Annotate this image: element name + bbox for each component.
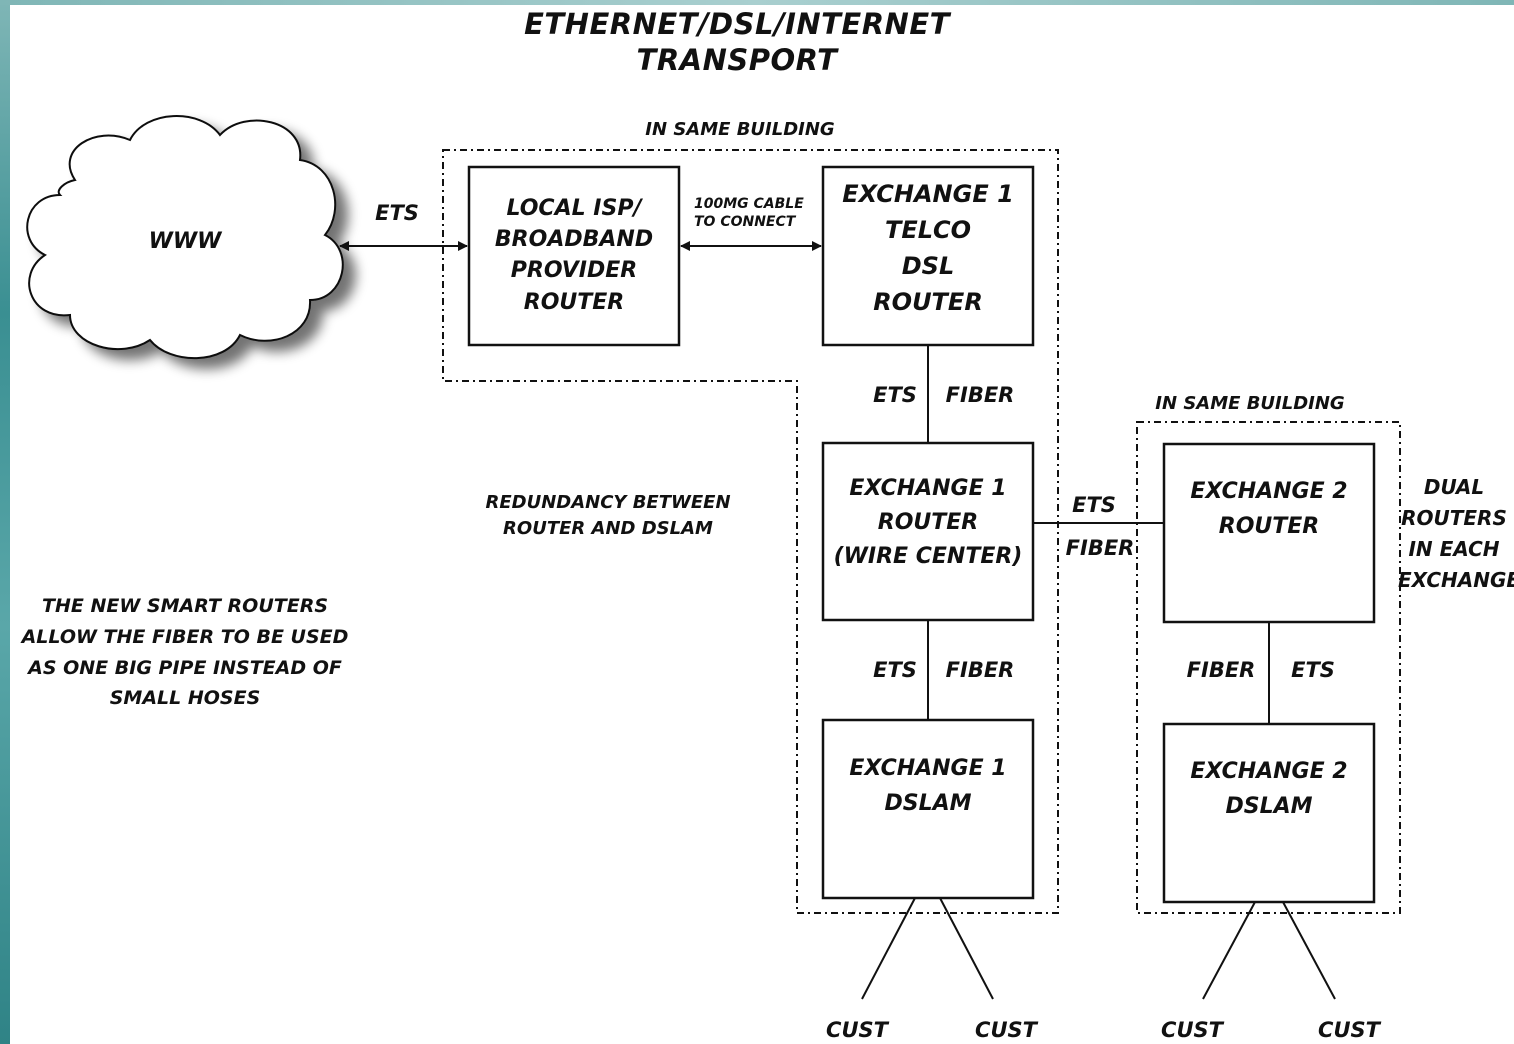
isp-router-box [467,165,681,347]
telco-router-ets-label: ETS [873,383,917,407]
ex2-dslam-ets-label: ETS [1291,658,1335,682]
smart-routers-note: THE NEW SMART ROUTERS ALLOW THE FIBER TO… [21,595,349,710]
cust-line-1 [861,897,916,1000]
www-cloud [26,115,344,360]
building1-label: IN SAME BUILDING [645,119,835,140]
cloud-label: WWW [148,229,222,254]
ex2-router-label: EXCHANGE 2 ROUTER [1190,479,1348,540]
www-ets-label: ETS [375,201,419,225]
customer-label-2: CUST [975,1018,1037,1042]
ex1-ex2-fiber-label: FIBER [1065,536,1135,560]
ex2-router-box [1162,442,1376,624]
ex1-ex2-ets-label: ETS [1072,493,1116,517]
ex1-dslam-ets-label: ETS [873,658,917,682]
background-strip-left [0,0,10,1044]
building2-outline [1136,421,1401,914]
cust-line-2 [939,897,994,1000]
cust-line-3 [1202,901,1256,1000]
dual-routers-note: DUAL ROUTERS IN EACH EXCHANGE [1398,475,1514,592]
ex1-dslam-label: EXCHANGE 1 DSLAM [849,756,1007,817]
cust-line-4 [1282,901,1336,1000]
ex1-telco-label: EXCHANGE 1 TELCO DSL ROUTER [842,180,1014,316]
cable-label: 100MG CABLE TO CONNECT [694,196,804,230]
ex2-dslam-fiber-label: FIBER [1186,658,1256,682]
ex1-router-label: EXCHANGE 1 ROUTER (WIRE CENTER) [833,476,1023,570]
customer-label-3: CUST [1161,1018,1223,1042]
customer-label-1: CUST [826,1018,888,1042]
building1-outline [442,149,1059,914]
redundancy-note: REDUNDANCY BETWEEN ROUTER AND DSLAM [485,492,731,540]
isp-router-label: LOCAL ISP/ BROADBAND PROVIDER ROUTER [494,196,654,315]
ex2-dslam-label: EXCHANGE 2 DSLAM [1190,759,1348,820]
ex1-dslam-fiber-label: FIBER [945,658,1015,682]
background-strip-top [0,0,1514,5]
customer-label-4: CUST [1318,1018,1380,1042]
building2-label: IN SAME BUILDING [1155,393,1345,414]
diagram-title: ETHERNET/DSL/INTERNET TRANSPORT [524,7,950,78]
telco-router-fiber-label: FIBER [945,383,1015,407]
